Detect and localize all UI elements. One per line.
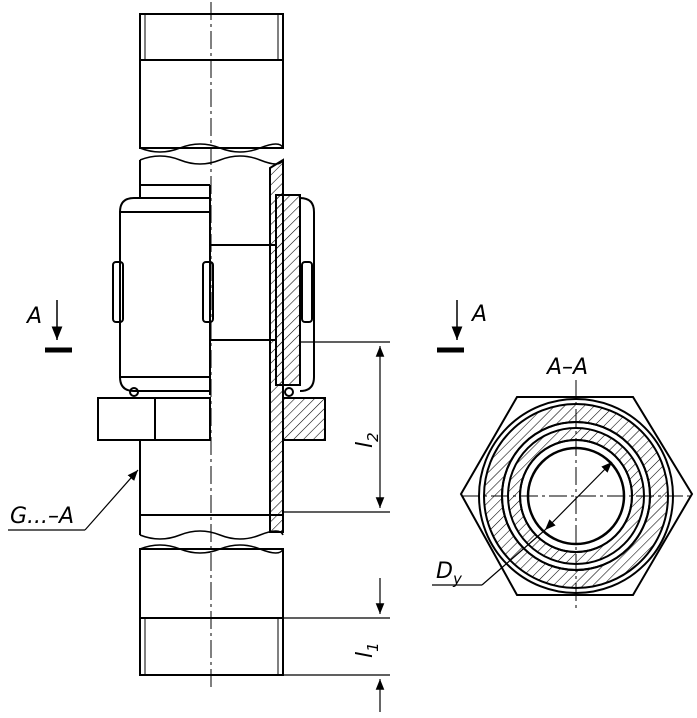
dimension-l1 (283, 578, 390, 712)
diameter-line (544, 461, 613, 531)
hex-outline (459, 396, 694, 596)
section-arrow-right (437, 300, 464, 353)
diameter-label: Dy (436, 559, 463, 588)
pipe-wall-section (269, 158, 301, 533)
section-label-right: A (470, 302, 487, 327)
section-view (432, 380, 694, 612)
section-arrow-left (45, 300, 72, 353)
section-label-left: A (25, 304, 42, 329)
thread-callout-leader (8, 469, 139, 531)
dim-l2-label: l2 (353, 432, 382, 448)
section-title: A–A (545, 355, 588, 380)
thread-callout-label: G...–A (10, 504, 74, 529)
coupling-body (112, 197, 315, 397)
hex-nut (97, 397, 326, 441)
dim-l1-label: l1 (353, 642, 382, 658)
dimension-l2 (283, 341, 390, 513)
